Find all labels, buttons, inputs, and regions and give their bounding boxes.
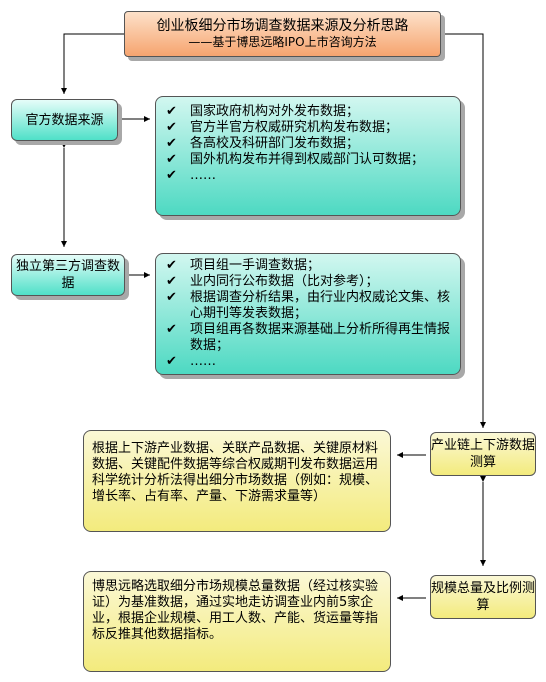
title-box: 创业板细分市场调查数据来源及分析思路 ——基于博思远略IPO上市咨询方法 — [124, 11, 441, 57]
scale-description: 博思远略选取细分市场规模总量数据（经过核实验证）为基准数据，通过实地走访调查业内… — [83, 571, 391, 672]
list-item: ✔国家政府机构对外发布数据； — [166, 104, 360, 119]
scale-measure-box: 规模总量及比例测算 — [430, 575, 536, 619]
chain-measure-label: 产业链上下游数据测算 — [431, 438, 536, 470]
check-mark-icon: ✔ — [166, 120, 177, 135]
title-main: 创业板细分市场调查数据来源及分析思路 — [156, 18, 409, 34]
third-party-label: 独立第三方调查数据 — [15, 259, 120, 291]
third-party-list: ✔项目组一手调查数据； ✔业内同行公布数据（比对参考）； ✔根据调查分析结果，由… — [155, 253, 461, 375]
check-mark-icon: ✔ — [166, 354, 177, 369]
list-item: ✔业内同行公布数据（比对参考）； — [166, 274, 379, 289]
chain-description: 根据上下游产业数据、关联产品数据、关键原材料数据、关键配件数据等综合权威期刊发布… — [83, 430, 391, 532]
third-party-box: 独立第三方调查数据 — [11, 254, 125, 296]
check-mark-icon: ✔ — [166, 104, 177, 119]
list-item: ✔…… — [166, 354, 216, 369]
check-mark-icon: ✔ — [166, 258, 177, 273]
list-item: ✔项目组一手调查数据； — [166, 258, 321, 273]
check-mark-icon: ✔ — [166, 274, 177, 289]
list-item: ✔国外机构发布并得到权威部门认可数据； — [166, 152, 425, 167]
arrow-title-to-chain — [441, 33, 486, 428]
check-mark-icon: ✔ — [166, 290, 177, 305]
list-item: ✔官方半官方权威研究机构发布数据； — [166, 120, 399, 135]
list-item: ✔项目组再各数据来源基础上分析所得再生情报数据； — [166, 322, 451, 353]
list-item: ✔…… — [166, 168, 216, 183]
check-mark-icon: ✔ — [166, 322, 177, 337]
official-source-label: 官方数据来源 — [25, 112, 104, 128]
scale-measure-label: 规模总量及比例测算 — [431, 581, 536, 613]
chain-measure-box: 产业链上下游数据测算 — [430, 432, 536, 476]
list-item: ✔根据调查分析结果，由行业内权威论文集、核心期刊等发表数据； — [166, 290, 451, 321]
check-mark-icon: ✔ — [166, 136, 177, 151]
official-source-list: ✔国家政府机构对外发布数据； ✔官方半官方权威研究机构发布数据； ✔各高校及科研… — [155, 96, 461, 216]
list-item: ✔各高校及科研部门发布数据； — [166, 136, 360, 151]
check-mark-icon: ✔ — [166, 152, 177, 167]
official-source-box: 官方数据来源 — [11, 99, 118, 141]
title-sub: ——基于博思远略IPO上市咨询方法 — [188, 35, 377, 49]
arrow-title-to-official — [61, 33, 124, 94]
check-mark-icon: ✔ — [166, 168, 177, 183]
